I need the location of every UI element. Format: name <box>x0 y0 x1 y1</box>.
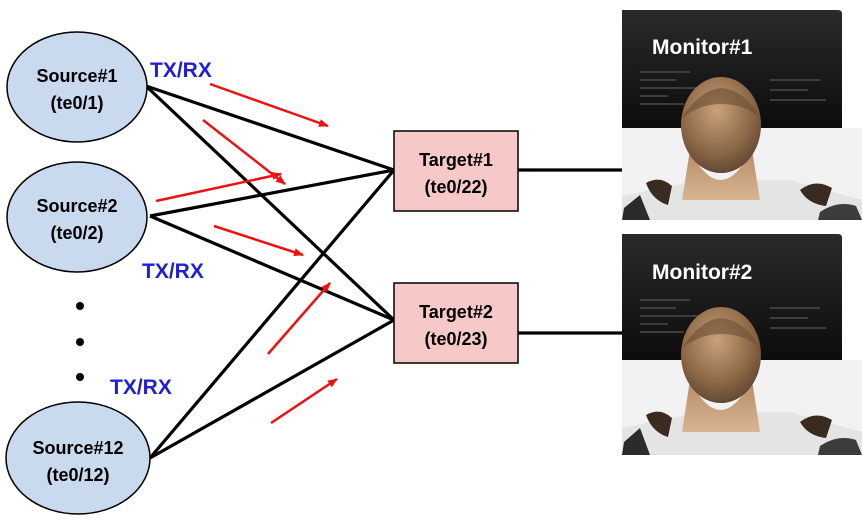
flow-arrow <box>213 224 304 257</box>
ellipsis-dots <box>76 302 84 381</box>
txrx-label-1: TX/RX <box>150 59 212 82</box>
monitor-1[interactable]: Monitor#1 <box>622 10 862 220</box>
link-source1-target1 <box>145 84 395 172</box>
target-node-2[interactable]: Target#2 (te0/23) <box>393 282 519 364</box>
source-node-1-name: Source#1 <box>36 66 117 86</box>
link-source12-target1 <box>148 168 396 460</box>
source-node-12-name: Source#12 <box>32 438 123 458</box>
flow-arrow <box>209 82 329 128</box>
link-source2-target2 <box>149 214 395 322</box>
target-node-2-port: (te0/23) <box>424 329 487 349</box>
txrx-label-3: TX/RX <box>110 376 172 399</box>
source-node-1-port: (te0/1) <box>50 93 103 113</box>
monitor-1-picture <box>622 10 862 220</box>
flow-arrow <box>270 377 338 425</box>
link-source1-target2 <box>144 84 396 322</box>
flow-arrow <box>267 282 331 355</box>
monitor-2[interactable]: Monitor#2 <box>622 234 862 455</box>
source-node-12[interactable]: Source#12 (te0/12) <box>5 401 151 515</box>
flow-arrow <box>202 119 286 185</box>
link-source2-target1 <box>149 168 395 218</box>
target-node-1-name: Target#1 <box>419 150 493 170</box>
source-node-2-name: Source#2 <box>36 196 117 216</box>
flow-arrow <box>155 171 282 203</box>
target-node-1-port: (te0/22) <box>424 177 487 197</box>
monitor-2-picture <box>622 234 862 455</box>
txrx-label-2: TX/RX <box>142 260 204 283</box>
target-node-1[interactable]: Target#1 (te0/22) <box>393 130 519 212</box>
link-lines <box>144 84 622 460</box>
monitor-2-label: Monitor#2 <box>652 261 752 284</box>
monitor-1-label: Monitor#1 <box>652 36 753 59</box>
source-node-2[interactable]: Source#2 (te0/2) <box>6 161 148 273</box>
source-node-2-port: (te0/2) <box>50 223 103 243</box>
link-source12-target2 <box>149 318 395 460</box>
source-node-12-port: (te0/12) <box>46 465 109 485</box>
target-node-2-name: Target#2 <box>419 302 493 322</box>
source-node-1[interactable]: Source#1 (te0/1) <box>6 31 148 143</box>
flow-arrows <box>155 82 338 425</box>
